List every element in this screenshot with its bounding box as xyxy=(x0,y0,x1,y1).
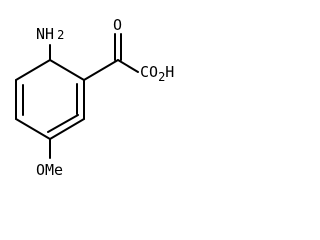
ring-double-bond-inner-3 xyxy=(47,114,79,133)
carboxyl-label: CO2H xyxy=(140,63,174,84)
carboxyl-label-suffix: H xyxy=(165,63,174,81)
ring-bond-c3-c4 xyxy=(15,118,51,140)
bond-ring-to-carbonyl xyxy=(83,59,119,81)
carboxyl-label-prefix: CO xyxy=(140,63,158,81)
ring-bond-c1-c2 xyxy=(15,59,51,81)
ketone-oxygen-label: O xyxy=(113,16,122,34)
amine-label-main: NH xyxy=(36,25,54,43)
carboxyl-label-subscript: 2 xyxy=(158,70,165,84)
bond-carbonyl-to-carboxyl xyxy=(117,59,139,73)
methoxy-label: OMe xyxy=(36,161,63,179)
amine-label-subscript: 2 xyxy=(57,28,64,42)
ring-bond-c4-c5 xyxy=(49,118,85,140)
ring-bond-c6-c1 xyxy=(49,59,85,81)
